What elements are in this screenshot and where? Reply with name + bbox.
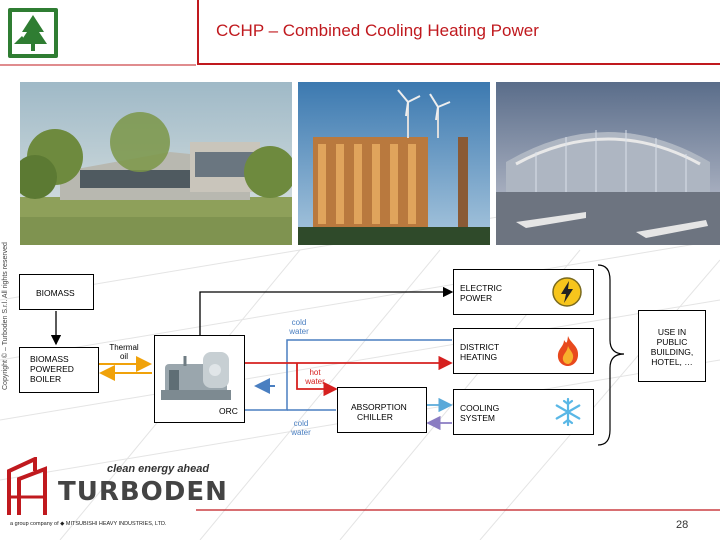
lightning-icon — [552, 277, 582, 307]
boiler-box: BIOMASS POWERED BOILER — [19, 347, 99, 393]
tree-icon — [12, 12, 54, 54]
biomass-box: BIOMASS — [19, 274, 94, 310]
power-station-photo — [298, 82, 490, 245]
company-logo — [8, 8, 58, 58]
cooling-system-box: COOLING SYSTEM — [453, 389, 594, 435]
page-number: 28 — [676, 519, 689, 531]
district-heating-box: DISTRICT HEATING — [453, 328, 594, 374]
biomass-plant-photo — [20, 82, 292, 245]
group-company-text: a group company of ◆ MITSUBISHI HEAVY IN… — [10, 521, 167, 527]
absorption-chiller-box: ABSORPTION CHILLER — [337, 387, 427, 433]
use-box: USE IN PUBLIC BUILDING, HOTEL, … — [638, 310, 706, 382]
flame-icon — [557, 336, 579, 366]
orc-turbine-icon — [161, 352, 231, 400]
snowflake-icon — [555, 397, 581, 427]
orc-box: ORC — [154, 335, 245, 423]
orc-label: ORC — [219, 406, 238, 416]
airport-terminal-photo — [496, 82, 720, 245]
brand-tagline: clean energy ahead — [107, 463, 210, 475]
footer-rule — [196, 509, 720, 511]
turboden-logo-icon — [7, 457, 47, 515]
header-rule-left — [0, 64, 196, 66]
electric-power-box: ELECTRIC POWER — [453, 269, 594, 315]
title-frame — [197, 0, 720, 65]
brand-name: TURBODEN — [58, 477, 228, 507]
page-title: CCHP – Combined Cooling Heating Power — [216, 21, 539, 40]
